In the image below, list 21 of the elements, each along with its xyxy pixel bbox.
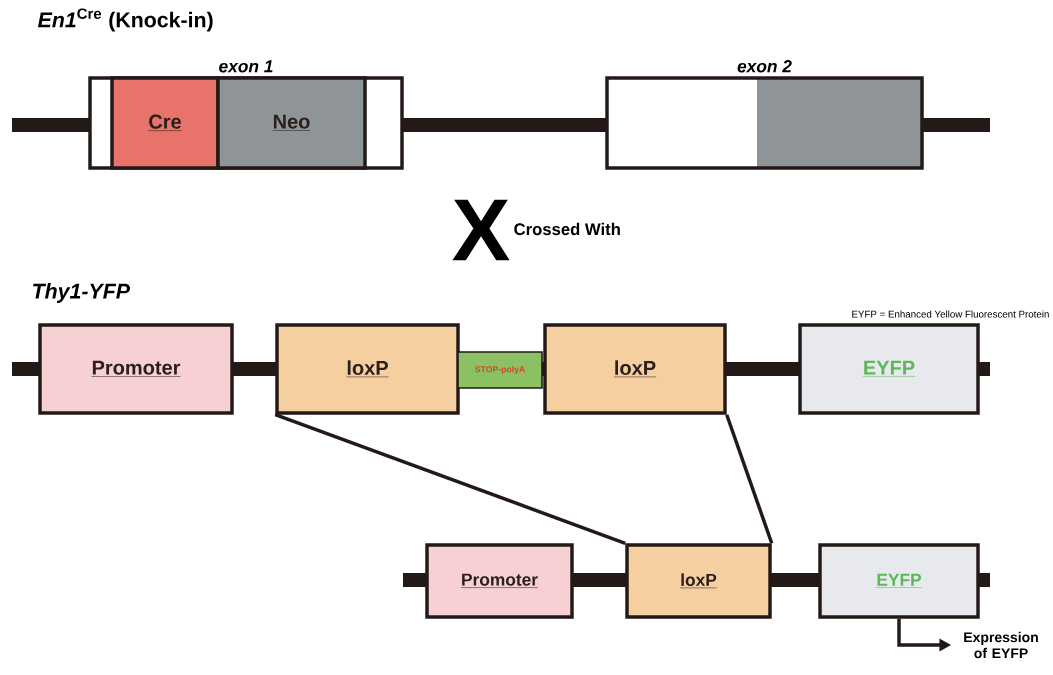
exon-box: exon 2 bbox=[605, 60, 924, 170]
note: EYFP = Enhanced Yellow Fluorescent Protein bbox=[852, 310, 1049, 318]
loxp-box: loxP bbox=[275, 323, 460, 415]
promoter-box: Promoter bbox=[425, 543, 574, 619]
loxp-box: loxP bbox=[543, 323, 727, 415]
stop-box: STOP-polyA bbox=[457, 351, 543, 389]
cross-symbol: X bbox=[452, 199, 510, 261]
promoter-box: Promoter bbox=[38, 323, 234, 415]
connector-line bbox=[274, 413, 626, 545]
gene-box: Neo bbox=[216, 76, 367, 170]
cross-label: Crossed With bbox=[514, 222, 620, 236]
heading: Thy1-YFP bbox=[33, 283, 130, 303]
heading: En1$^{Cre}$ (Knock-in) bbox=[38, 8, 213, 32]
node-label: exon 1 bbox=[219, 60, 273, 73]
loxp-box: loxP bbox=[625, 543, 772, 619]
connector-line bbox=[725, 414, 774, 544]
node-label: exon 2 bbox=[737, 60, 792, 73]
gene-box: Cre bbox=[110, 76, 220, 170]
eyfp-box: EYFP bbox=[818, 543, 980, 619]
expression-label: Expression of EYFP bbox=[964, 631, 1038, 659]
eyfp-box: EYFP bbox=[798, 323, 980, 415]
